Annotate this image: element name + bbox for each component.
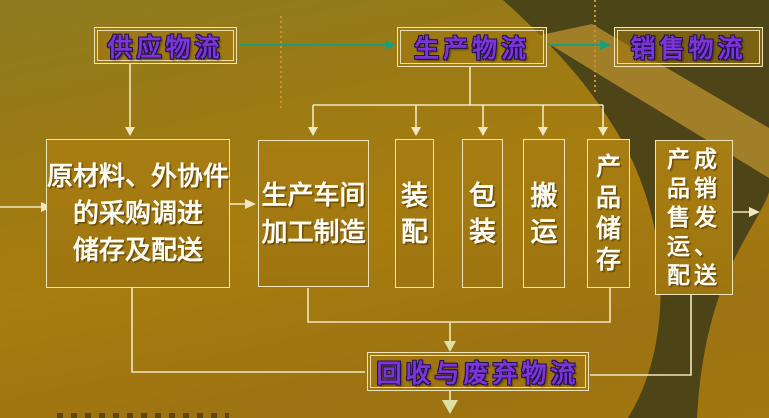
box-handling-char1: 搬 [530, 180, 558, 211]
exit-arrowhead [749, 207, 760, 217]
left-return-line [131, 288, 365, 373]
bottom-bracket-line [307, 288, 611, 323]
box-materials-procurement: 原材料、外协件 的采购调进 储存及配送 [46, 139, 230, 288]
label-sales-logistics: 销售物流 [614, 27, 763, 67]
supply-down-arrowhead [125, 127, 135, 136]
box-handling-char2: 运 [530, 216, 558, 247]
drop-assembly-arrowhead [411, 127, 421, 136]
right-return-line [590, 295, 692, 376]
box-shipping-line3: 售发 [667, 204, 721, 230]
box-shipping-line4: 运、 [667, 233, 721, 259]
box-storage-char3: 储 [595, 214, 621, 243]
label-supply-logistics-text: 供应物流 [97, 30, 234, 62]
recycle-out-arrowhead [442, 400, 458, 414]
materials-to-workshop-arrowhead [245, 199, 256, 209]
footer-partial-text [57, 413, 229, 418]
box-workshop-manufacturing: 生产车间 加工制造 [258, 140, 369, 287]
box-shipping-line1: 产成 [667, 146, 721, 172]
drop-handling-arrowhead [538, 127, 548, 136]
box-shipping-line5: 配送 [667, 262, 721, 288]
drop-storage-arrowhead [598, 127, 608, 136]
label-production-logistics: 生产物流 [397, 27, 547, 67]
box-assembly: 装 配 [395, 139, 434, 288]
box-materials-line2: 的采购调进 [72, 198, 203, 228]
box-storage-char1: 产 [595, 152, 621, 181]
box-packing-char2: 装 [469, 216, 496, 247]
box-assembly-char1: 装 [401, 180, 428, 211]
box-shipping-line2: 品销 [667, 175, 721, 201]
bracket-to-recycle-arrowhead [444, 341, 456, 352]
box-materials-line3: 储存及配送 [72, 235, 203, 265]
box-packing: 包 装 [462, 139, 503, 288]
box-packing-char1: 包 [469, 180, 496, 211]
label-production-logistics-text: 生产物流 [400, 30, 544, 64]
box-product-storage: 产 品 储 存 [587, 139, 630, 288]
box-assembly-char2: 配 [401, 216, 428, 247]
label-supply-logistics: 供应物流 [94, 27, 237, 64]
box-handling: 搬 运 [523, 139, 565, 288]
box-workshop-line1: 生产车间 [261, 179, 366, 210]
drop-packing-arrowhead [478, 127, 488, 136]
label-recycle-waste-logistics-text: 回收与废弃物流 [370, 355, 586, 388]
supply-to-production-arrowhead [385, 40, 396, 50]
box-workshop-line2: 加工制造 [261, 216, 366, 247]
label-recycle-waste-logistics: 回收与废弃物流 [367, 352, 589, 391]
drop-workshop-arrowhead [308, 127, 318, 136]
box-storage-char4: 存 [595, 245, 621, 274]
box-storage-char2: 品 [595, 183, 621, 212]
box-finished-goods-shipping: 产成 品销 售发 运、 配送 [655, 140, 733, 295]
box-materials-line1: 原材料、外协件 [47, 161, 230, 191]
label-sales-logistics-text: 销售物流 [617, 30, 760, 64]
production-to-sales-arrowhead [600, 40, 611, 50]
